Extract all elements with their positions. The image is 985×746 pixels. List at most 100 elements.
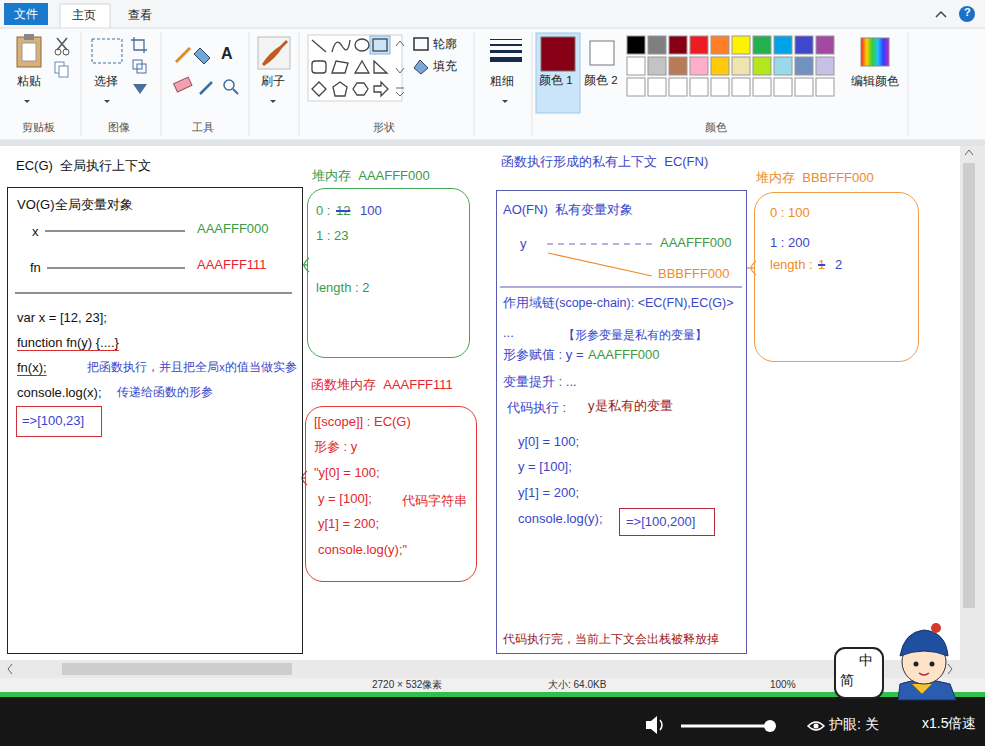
clipboard-icons: [17, 37, 41, 67]
tool-label: 颜色 1: [539, 74, 573, 88]
canvas-area: [948, 664, 952, 674]
diagram-lines: [548, 253, 652, 276]
color-swatches: [711, 36, 729, 54]
output-value: =>[100,200]: [626, 514, 695, 530]
ribbon: [0, 28, 985, 140]
video-controls: [808, 722, 824, 730]
variable-name: x: [32, 224, 39, 240]
canvas-area: [62, 663, 292, 675]
shape-gallery: [333, 82, 347, 96]
ribbon: [908, 32, 909, 136]
image-icons: [92, 37, 147, 103]
tool-label: 编辑颜色: [851, 74, 899, 88]
ribbon: [532, 32, 533, 136]
tool-label: 刷子: [261, 74, 285, 88]
array-length: length : 2: [316, 280, 370, 296]
window-controls: [959, 6, 975, 22]
color-swatches: [753, 57, 771, 75]
step-line: 代码执行 :: [507, 400, 566, 416]
thickness-icon: [490, 57, 522, 62]
shape-gallery: [308, 35, 402, 101]
step-line: 形参赋值 : y =: [503, 347, 584, 363]
mascot: [912, 684, 932, 694]
old-value: 12: [336, 203, 350, 219]
shape-gallery: [396, 41, 404, 46]
shape-gallery: [396, 68, 404, 73]
clipboard-icons: [17, 34, 69, 103]
thickness-icon: [490, 44, 522, 46]
color-swatches: [648, 78, 666, 96]
ribbon: [81, 32, 82, 136]
color-swatches: [690, 57, 708, 75]
shape-gallery: [396, 88, 404, 96]
mascot: [835, 623, 956, 700]
shape-gallery: [312, 82, 326, 96]
menu-tab: 查看: [128, 8, 152, 22]
shape-gallery: [312, 40, 326, 52]
mascot: [900, 630, 948, 656]
connector-group: [303, 258, 309, 272]
array-index: 0 :: [316, 203, 330, 219]
output-value: =>[100,23]: [22, 413, 84, 429]
brush-icon: [262, 40, 288, 66]
image-icons: [133, 84, 147, 94]
box-heading: 堆内存 AAAFFF000: [312, 168, 430, 184]
address: AAAFFF000: [588, 347, 660, 363]
color-swatches: [627, 36, 834, 96]
shape-gallery: [355, 61, 369, 73]
section-heading: VO(G)全局变量对象: [17, 197, 133, 213]
new-value: 2: [835, 257, 842, 273]
section-heading: AO(FN) 私有变量对象: [503, 202, 633, 218]
color-swatches: [536, 33, 889, 113]
image-icons: [92, 39, 122, 63]
color-swatches: [774, 57, 792, 75]
brush-icon: [258, 37, 290, 69]
video-controls: [0, 697, 985, 746]
array-entry: 1 : 200: [770, 235, 810, 251]
note: 代码字符串: [402, 493, 467, 509]
video-controls: [646, 716, 657, 734]
ribbon: [0, 28, 985, 140]
canvas-area: [0, 141, 985, 678]
player-control: 护眼: 关: [829, 716, 879, 733]
note: 【形参变量是私有的变量】: [563, 329, 707, 343]
color-swatches: [541, 37, 575, 71]
color-swatches: [795, 57, 813, 75]
color-swatches: [669, 78, 687, 96]
ribbon: [81, 32, 908, 136]
variable-name: fn: [30, 260, 41, 276]
video-controls: [814, 724, 819, 729]
tab-bar: [0, 0, 985, 28]
status-text: 100%: [770, 679, 796, 691]
shape-gallery: [414, 38, 428, 50]
result-box: =>[100,200]: [619, 508, 715, 536]
address: AAAFFF111: [197, 257, 267, 273]
canvas-area: [963, 163, 975, 608]
mascot: [835, 648, 883, 698]
tool-label: 选择: [94, 74, 118, 88]
color-swatches: [732, 78, 750, 96]
code-line: console.log(x);: [17, 385, 102, 401]
color-swatches: [795, 78, 813, 96]
tool-label: 粗细: [490, 74, 514, 88]
mascot: [931, 623, 941, 633]
shape-gallery: [374, 82, 388, 96]
color-swatches: [669, 36, 687, 54]
color-swatches: [861, 38, 889, 66]
image-icons: [137, 64, 146, 73]
image-icons: [104, 100, 110, 103]
mascot-text: 中: [859, 652, 873, 669]
code-line: function fn(y) {....}: [17, 335, 119, 351]
function-heap-box: 函数堆内存 AAAFFF111[[scope]] : EC(G)形参 : y"y…: [305, 406, 477, 582]
group-label: 剪贴板: [22, 121, 55, 134]
address: AAAFFF000: [660, 235, 732, 251]
new-value: 100: [360, 203, 382, 219]
tool-label: 粘贴: [17, 74, 41, 88]
diagram-lines: [500, 286, 742, 287]
diagram-lines: [15, 292, 292, 293]
shape-gallery: [373, 39, 387, 51]
mascot: [919, 673, 929, 675]
code-line: y = [100];: [318, 491, 372, 507]
note: 把函数执行，并且把全局x的值当做实参: [87, 361, 297, 375]
